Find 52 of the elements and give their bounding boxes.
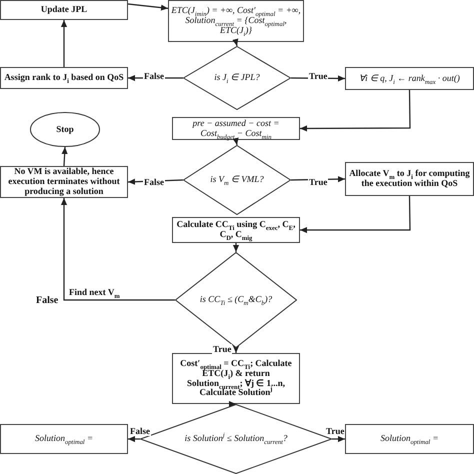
process-box: [0, 424, 128, 454]
arrow: [332, 436, 345, 442]
edge-label: False: [143, 71, 165, 81]
step-text: Solution$_{optimal}$ =: [34, 434, 94, 444]
branch-label: False: [36, 295, 58, 306]
arrow: [128, 436, 140, 442]
process-box: [345, 67, 474, 90]
step-text: Assign rank to J$_{i}$ based on QoS: [4, 73, 124, 83]
process-box: [172, 353, 300, 404]
decision-diamond: [183, 46, 291, 110]
arrow: [232, 38, 238, 46]
step-text: Allocate V$_{m}$ to J$_{i}$ for computing the execution within QoS: [348, 169, 471, 189]
condition-text: is CC$_{Ti}$ ≤ (C$_{m}$&C$_{b}$)?: [200, 295, 272, 305]
edge-label: True: [325, 426, 346, 436]
edge-label: False: [129, 426, 151, 436]
step-text: Calculate CC$_{Ti}$ using C$_{exec}$, C$_{E}$, C$_{D}$, C$_{mig}$: [176, 220, 296, 240]
process-box: [0, 166, 128, 198]
arrow: [300, 90, 411, 132]
process-box: [345, 162, 474, 196]
terminal-ellipse: [30, 112, 100, 147]
edge-label: True: [308, 71, 328, 81]
step-text: ∀i ∈ q, J$_{i}$ ← rank$_{max}$ · out(): [359, 74, 460, 84]
arrow: [232, 346, 240, 353]
arrow: [62, 146, 68, 166]
arrow: [229, 401, 237, 406]
arrow: [232, 243, 240, 252]
process-box: [345, 424, 474, 454]
process-box: [172, 117, 300, 140]
arrow: [300, 196, 411, 234]
arrow: [60, 20, 68, 67]
step-text: ETC(J$_{imin}$) = +∞, Cost′$_{optimal}$ = +∞, Solution$_{current}$ = {Cost$_{optimal}$, ETC(J$_{i}$)}: [171, 6, 301, 36]
step-text: Solution$_{optimal}$ =: [380, 434, 439, 444]
edge-label: False: [143, 177, 165, 187]
arrow: [60, 198, 175, 301]
edge-label: Find next V$_{m}$: [68, 287, 121, 297]
process-box: [168, 0, 304, 42]
condition-text: is J$_{i}$ ∈ JPL?: [214, 73, 260, 83]
edge-label: True: [308, 177, 328, 187]
process-box: [0, 0, 128, 20]
step-text: pre − assumed − cost = Cost$_{budget}$ − Cost$_{min}$: [191, 118, 280, 138]
condition-text: is Solution$^{j}$ ≤ Solution$_{current}$?: [184, 434, 288, 444]
edge-label: True: [212, 344, 232, 354]
decision-diamond: [183, 145, 291, 215]
arrow: [128, 3, 168, 11]
arrow: [232, 138, 239, 146]
step-text: Update JPL: [40, 5, 88, 15]
step-text: Cost′$_{optimal}$ = CC$_{Ti}$; Calculate ETC(J$_{i}$) & return Solution$_{current}$; ∀j ∈ 1...n, Calculate Solution$^{j}$: [179, 359, 293, 398]
process-box: [0, 67, 128, 89]
step-text: No VM is available, hence execution terminates without producing a solution: [7, 167, 121, 197]
step-text: Stop: [56, 124, 74, 134]
condition-text: is V$_{m}$ ∈ VML?: [210, 175, 264, 185]
decision-diamond: [175, 252, 297, 348]
